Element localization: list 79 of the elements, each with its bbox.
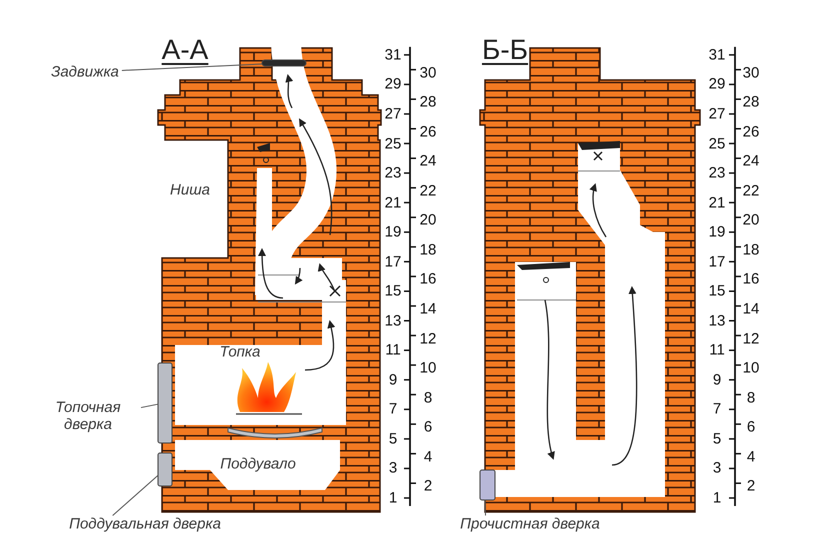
scale-number: 12	[420, 330, 436, 348]
scale-number: 25	[384, 135, 402, 152]
scale-number: 26	[742, 123, 760, 140]
scale-number: 2	[746, 478, 756, 495]
scale-number: 19	[384, 224, 402, 241]
scale-number: 21	[708, 194, 726, 212]
scale-number: 4	[424, 448, 432, 466]
scale-number: 28	[742, 94, 760, 111]
scale-number: 17	[708, 253, 726, 270]
scale-number: 27	[384, 105, 402, 122]
scale-number: 23	[708, 164, 726, 182]
part-label: Задвижка	[51, 64, 119, 80]
scale-number: 21	[384, 194, 402, 212]
scale-number: 1	[712, 490, 722, 506]
scale-number: 25	[708, 135, 726, 152]
scale-number: 31	[708, 46, 726, 64]
scale-number: 10	[742, 360, 760, 377]
scale-number: 7	[388, 400, 398, 418]
scale-number: 5	[388, 430, 398, 448]
scale-number: 27	[708, 105, 726, 122]
scale-number: 20	[742, 212, 760, 229]
scale-number: 13	[384, 312, 402, 330]
scale-number: 9	[388, 371, 398, 388]
part-label: Топочная дверка	[38, 399, 138, 433]
scale-number: 3	[388, 460, 398, 477]
door-drawing	[480, 470, 496, 500]
scale-number: 31	[384, 46, 402, 64]
scale-number: 1	[388, 490, 398, 506]
scale-number: 15	[708, 282, 726, 300]
leader-line	[121, 64, 262, 71]
scale-number: 4	[746, 448, 756, 466]
scale-number: 8	[424, 389, 432, 406]
damper-plate	[262, 60, 306, 66]
scale-number: 18	[742, 241, 760, 258]
scale-number: 14	[742, 300, 760, 318]
scale-number: 29	[384, 76, 402, 93]
scale-number: 29	[708, 76, 726, 93]
scale-number: 18	[420, 241, 436, 258]
part-label: Топка	[220, 344, 260, 360]
door-drawing	[158, 452, 172, 486]
scale-number: 7	[712, 400, 722, 418]
scale-number: 6	[746, 418, 756, 436]
scale-number: 6	[424, 418, 432, 436]
scale-number: 22	[742, 182, 760, 200]
scale-number: 23	[384, 164, 402, 182]
leader-line	[140, 404, 158, 408]
scale-number: 20	[420, 212, 436, 229]
scale-number: 30	[420, 64, 436, 82]
scale-number: 10	[420, 360, 436, 377]
scale-number: 2	[424, 478, 432, 495]
scale-number: 11	[709, 342, 725, 359]
scale-number: 11	[385, 342, 401, 359]
leader-line	[484, 500, 486, 516]
scale-number: 9	[712, 371, 722, 388]
scale-number: 26	[420, 123, 436, 140]
part-label: Поддувальная дверка	[69, 516, 221, 532]
scale-number: 8	[746, 389, 756, 406]
scale-number: 22	[420, 182, 436, 200]
scale-number: 15	[384, 282, 402, 300]
leader-line	[112, 474, 158, 516]
scale-number: 30	[742, 64, 760, 82]
scale-number: 19	[708, 224, 726, 241]
scale-number: 17	[384, 253, 402, 270]
scale-number: 28	[420, 94, 436, 111]
scale-number: 5	[712, 430, 722, 448]
part-label: Прочистная дверка	[460, 516, 600, 532]
scale-number: 14	[420, 300, 436, 318]
scale-number: 24	[742, 152, 760, 170]
scale-number: 13	[708, 312, 726, 330]
section-title: А-А	[162, 34, 208, 66]
scale-number: 12	[742, 330, 760, 348]
scale-number: 16	[420, 270, 436, 288]
part-label: Ниша	[170, 182, 210, 198]
part-label: Поддувало	[220, 456, 296, 472]
scale-number: 16	[742, 270, 760, 288]
scale-number: 24	[420, 152, 436, 170]
scale-number: 3	[712, 460, 722, 477]
section-title: Б-Б	[482, 34, 528, 66]
door-drawing	[158, 362, 172, 444]
